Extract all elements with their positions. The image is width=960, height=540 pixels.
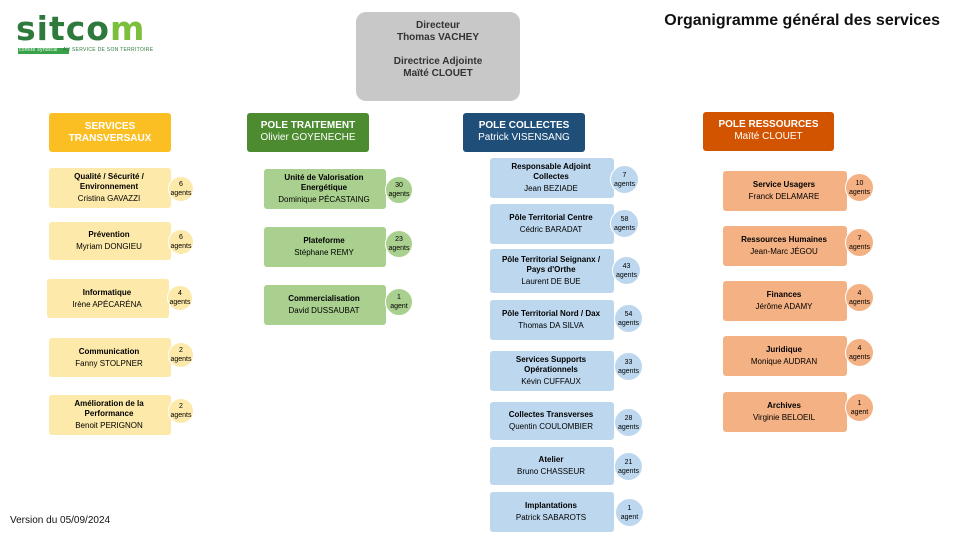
service-card: Pôle Territorial Seignanx / Pays d'Orthe… [490, 249, 614, 293]
pole-header-collectes: POLE COLLECTES Patrick VISENSANG [463, 113, 585, 152]
service-card: Prévention Myriam DONGIEU [49, 222, 171, 260]
director-box: Directeur Thomas VACHEY Directrice Adjoi… [356, 12, 520, 101]
service-card: Informatique Irène APÉCARÉNA [47, 279, 169, 318]
pole-header-ressources: POLE RESSOURCES Maïté CLOUET [703, 112, 834, 151]
service-card: Collectes Transverses Quentin COULOMBIER [490, 402, 614, 440]
service-card: Pôle Territorial Nord / Dax Thomas DA SI… [490, 300, 614, 340]
service-card: Qualité / Sécurité / Environnement Crist… [49, 168, 171, 208]
service-card: Unité de Valorisation Energétique Domini… [264, 169, 386, 209]
deputy-director-name: Maïté CLOUET [403, 68, 473, 79]
service-card: Ressources Humaines Jean-Marc JÉGOU [723, 226, 847, 266]
logo-wordmark: sitcom [16, 9, 146, 48]
director-name: Thomas VACHEY [396, 32, 480, 43]
version-date: Version du 05/09/2024 [10, 515, 111, 526]
director-role: Directeur [416, 20, 460, 31]
service-card: Services Supports Opérationnels Kévin CU… [490, 351, 614, 391]
service-card: Amélioration de la Performance Benoit PE… [49, 395, 171, 435]
pole-head-name: Patrick VISENSANG [478, 132, 570, 143]
service-card: Juridique Monique AUDRAN [723, 336, 847, 376]
service-card: Plateforme Stéphane REMY [264, 227, 386, 267]
page-title: Organigramme général des services [664, 12, 940, 29]
service-card: Pôle Territorial Centre Cédric BARADAT [490, 204, 614, 244]
service-card: Archives Virginie BELOEIL [723, 392, 847, 432]
service-card: Atelier Bruno CHASSEUR [490, 447, 614, 485]
pole-header-traitement: POLE TRAITEMENT Olivier GOYENECHE [247, 113, 369, 152]
logo-band [18, 48, 69, 54]
service-card: Implantations Patrick SABAROTS [490, 492, 614, 532]
service-card: Commercialisation David DUSSAUBAT [264, 285, 386, 325]
service-card: Communication Fanny STOLPNER [49, 338, 171, 377]
service-card: Responsable Adjoint Collectes Jean BEZIA… [490, 158, 614, 198]
service-card: Finances Jérôme ADAMY [723, 281, 847, 321]
pole-head-name: Olivier GOYENECHE [260, 132, 356, 143]
deputy-director-role: Directrice Adjointe [393, 56, 483, 67]
pole-head-name: Maïté CLOUET [734, 131, 803, 142]
pole-header-transversaux: SERVICES TRANSVERSAUX [49, 113, 171, 152]
service-card: Service Usagers Franck DELAMARE [723, 171, 847, 211]
